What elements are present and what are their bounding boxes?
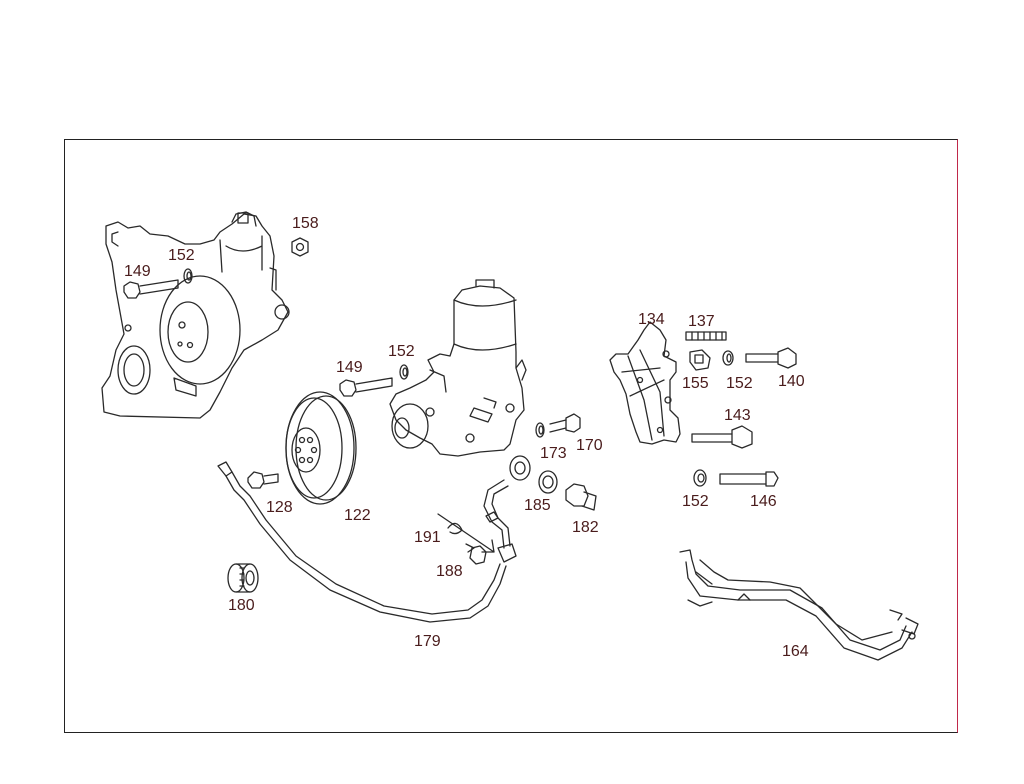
- label-164: 164: [782, 643, 809, 660]
- part-173-washer: [535, 422, 545, 438]
- part-182-banjo-bolt: [565, 483, 597, 511]
- label-179: 179: [414, 633, 441, 650]
- engine-cover-assembly: [101, 211, 290, 419]
- label-134: 134: [638, 311, 665, 328]
- part-149-bolt-a: [123, 279, 179, 299]
- part-149-bolt-b: [339, 377, 393, 397]
- part-152-washer-b: [399, 364, 409, 380]
- label-128: 128: [266, 499, 293, 516]
- part-134-bracket: [609, 321, 681, 445]
- label-152-c: 152: [726, 375, 753, 392]
- part-labels: 158 152 149 149 152 134 137 155 152 140 …: [124, 215, 809, 660]
- part-152-washer-a: [183, 268, 193, 284]
- part-170-bolt: [549, 413, 581, 433]
- label-185: 185: [524, 497, 551, 514]
- label-140: 140: [778, 373, 805, 390]
- part-179-pressure-hose: [217, 455, 531, 623]
- part-146-bolt: [719, 471, 779, 487]
- label-122: 122: [344, 507, 371, 524]
- part-188-bolt: [465, 543, 487, 565]
- label-152-d: 152: [682, 493, 709, 510]
- label-191: 191: [414, 529, 441, 546]
- label-143: 143: [724, 407, 751, 424]
- label-158: 158: [292, 215, 319, 232]
- part-152-washer-c: [722, 350, 734, 366]
- label-182: 182: [572, 519, 599, 536]
- part-137-stud: [685, 331, 727, 341]
- label-155: 155: [682, 375, 709, 392]
- label-146: 146: [750, 493, 777, 510]
- label-149-b: 149: [336, 359, 363, 376]
- part-128-bolt: [247, 471, 279, 489]
- part-191-clip: [437, 513, 495, 553]
- label-173: 173: [540, 445, 567, 462]
- part-185-seal: [538, 470, 558, 494]
- part-164-return-line: [679, 549, 919, 661]
- diagram-frame: [64, 139, 958, 733]
- label-170: 170: [576, 437, 603, 454]
- part-143-bolt: [691, 425, 753, 449]
- part-180-bearing: [227, 563, 259, 593]
- label-152-a: 152: [168, 247, 195, 264]
- part-155-nut: [689, 349, 711, 371]
- label-180: 180: [228, 597, 255, 614]
- label-152-b: 152: [388, 343, 415, 360]
- part-158-nut: [291, 237, 309, 257]
- label-188: 188: [436, 563, 463, 580]
- part-152-washer-d: [693, 469, 707, 487]
- power-steering-pump: [389, 279, 527, 457]
- label-137: 137: [688, 313, 715, 330]
- part-122-pulley: [285, 391, 357, 505]
- label-149-a: 149: [124, 263, 151, 280]
- part-140-bolt: [745, 347, 797, 369]
